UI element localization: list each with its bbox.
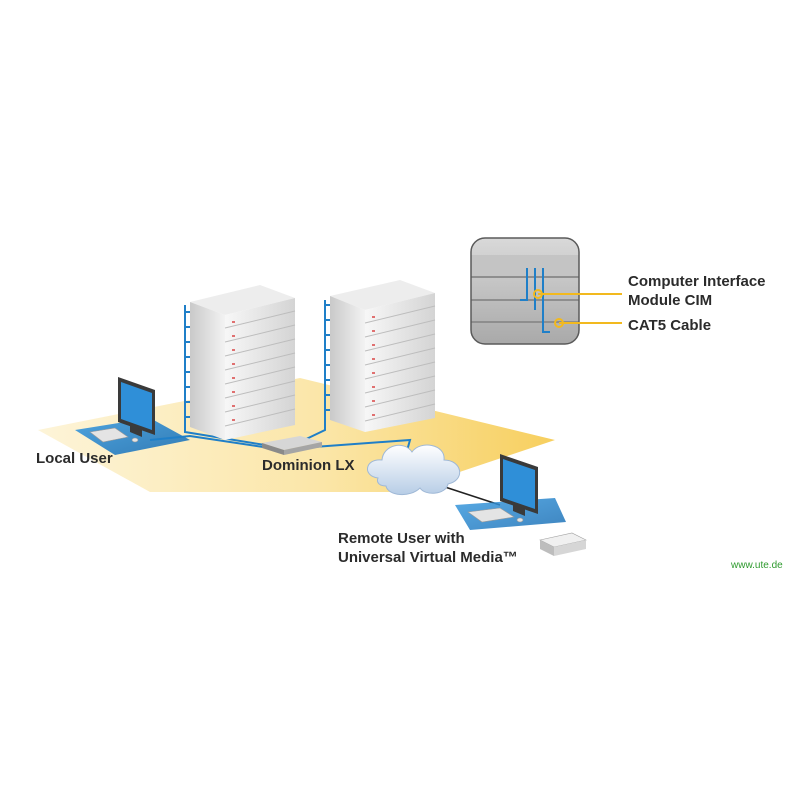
cim-zoom-inset [470, 237, 622, 345]
server-rack-icon [190, 285, 296, 440]
cim-label-line-2: Module CIM [628, 292, 713, 309]
keyboard-icon [89, 427, 139, 443]
remote-link-cable [444, 486, 501, 506]
remote-user-label: Remote User with Universal Virtual Media… [338, 529, 518, 567]
cloud-icon [367, 444, 460, 495]
local-user-label: Local User [36, 450, 113, 467]
monitor-icon [118, 377, 155, 437]
monitor-icon [500, 454, 538, 516]
server-rack-icon [330, 280, 436, 432]
keyboard-icon [467, 507, 524, 523]
cat5-label: CAT5 Cable [628, 317, 712, 334]
cim-label-line-1: Computer Interface [628, 273, 766, 290]
callout-lines [533, 289, 622, 328]
dominion-label: Dominion LX [262, 457, 355, 474]
remote-user-label-line-1: Remote User with [338, 530, 465, 547]
media-drive-icon [539, 532, 587, 556]
kvm-switch-icon [262, 436, 322, 455]
watermark: www.ute.de [731, 560, 783, 571]
remote-user-label-line-2: Universal Virtual Media™ [338, 549, 518, 566]
local-user-desk-pad [75, 418, 190, 455]
cim-label: Computer Interface Module CIM [628, 272, 766, 310]
